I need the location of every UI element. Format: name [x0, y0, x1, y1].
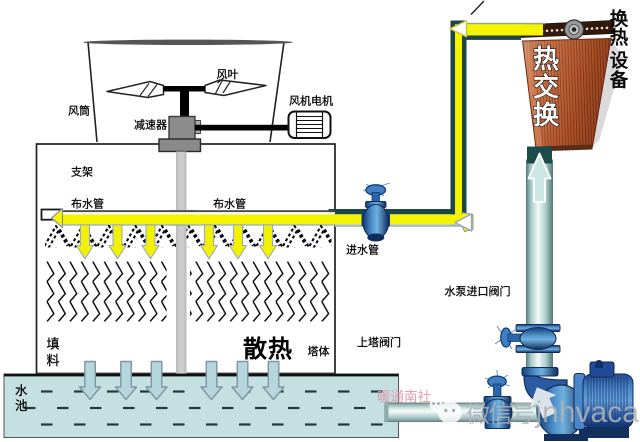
svg-text:散热: 散热: [243, 336, 293, 363]
svg-text:料: 料: [47, 353, 60, 368]
svg-text:微信号jnhvaca: 微信号jnhvaca: [466, 396, 639, 429]
svg-text:支架: 支架: [71, 166, 93, 179]
svg-text:水: 水: [15, 384, 28, 398]
svg-text:进水管: 进水管: [346, 243, 379, 257]
svg-text:交: 交: [533, 72, 559, 102]
svg-text:风叶: 风叶: [217, 68, 239, 81]
svg-text:风机电机: 风机电机: [289, 94, 333, 108]
svg-text:水泵进口阀门: 水泵进口阀门: [445, 284, 511, 298]
svg-text:上塔阀门: 上塔阀门: [357, 335, 401, 349]
svg-text:布水管: 布水管: [213, 197, 246, 211]
svg-text:池: 池: [15, 399, 28, 413]
svg-text:风筒: 风筒: [68, 104, 90, 118]
svg-text:热: 热: [610, 27, 629, 48]
svg-text:换: 换: [610, 9, 629, 30]
svg-text:塔体: 塔体: [308, 344, 330, 358]
svg-text:热: 热: [533, 44, 559, 74]
svg-text:布水管: 布水管: [71, 197, 104, 211]
svg-text:减速器: 减速器: [134, 119, 167, 132]
svg-text:备: 备: [609, 70, 629, 91]
svg-text:换: 换: [533, 100, 560, 130]
svg-text:填: 填: [47, 337, 60, 352]
svg-text:暖通南社: 暖通南社: [377, 390, 431, 405]
svg-text:设: 设: [610, 50, 629, 71]
